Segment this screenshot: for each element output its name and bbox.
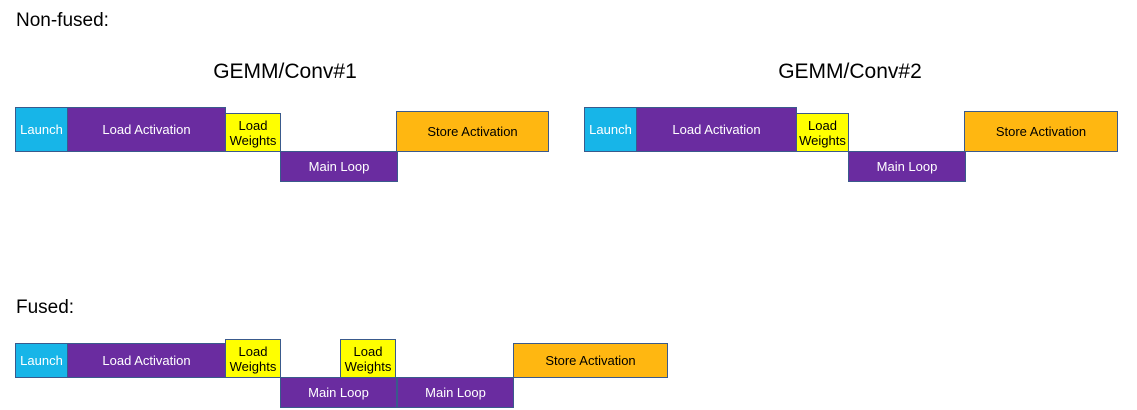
bar-main-loop-gemm1[interactable]: Main Loop xyxy=(280,151,398,182)
bar-load-weights-fused-1[interactable]: Load Weights xyxy=(225,339,281,378)
bar-launch-gemm2[interactable]: Launch xyxy=(584,107,637,152)
bar-launch-gemm1[interactable]: Launch xyxy=(15,107,68,152)
section-label-non-fused: Non-fused: xyxy=(16,10,109,31)
bar-load-activation-fused[interactable]: Load Activation xyxy=(67,343,226,378)
bar-main-loop-fused-1[interactable]: Main Loop xyxy=(280,377,397,408)
bar-load-activation-gemm1[interactable]: Load Activation xyxy=(67,107,226,152)
bar-launch-fused[interactable]: Launch xyxy=(15,343,68,378)
bar-store-activation-gemm1[interactable]: Store Activation xyxy=(396,111,549,152)
group-title-gemm-conv-1: GEMM/Conv#1 xyxy=(213,60,357,83)
bar-load-weights-gemm1[interactable]: Load Weights xyxy=(225,113,281,152)
bar-main-loop-gemm2[interactable]: Main Loop xyxy=(848,151,966,182)
section-label-fused: Fused: xyxy=(16,297,75,318)
bar-load-weights-gemm2[interactable]: Load Weights xyxy=(796,113,849,152)
bar-main-loop-fused-2[interactable]: Main Loop xyxy=(397,377,514,408)
bar-store-activation-fused[interactable]: Store Activation xyxy=(513,343,668,378)
bar-store-activation-gemm2[interactable]: Store Activation xyxy=(964,111,1118,152)
group-title-gemm-conv-2: GEMM/Conv#2 xyxy=(778,60,922,83)
bar-load-weights-fused-2[interactable]: Load Weights xyxy=(340,339,396,378)
bar-load-activation-gemm2[interactable]: Load Activation xyxy=(636,107,797,152)
